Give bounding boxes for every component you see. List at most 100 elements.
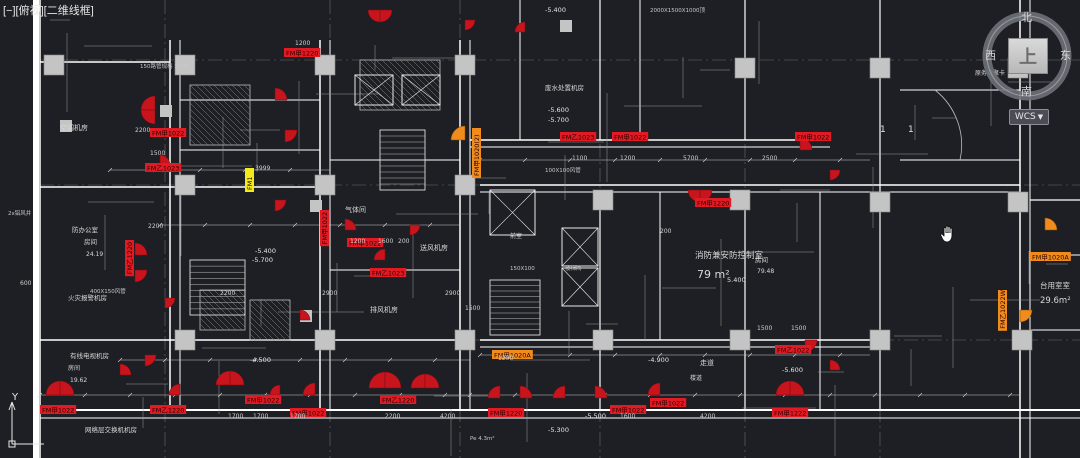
dimension-text: 2200 [148,223,163,230]
viewcube-west[interactable]: 西 [985,49,996,62]
hatch-stroke [251,299,291,339]
hatch-stroke [359,85,385,111]
hatch-stroke [225,84,251,110]
hatch-stroke [381,59,433,111]
door-tag: FM甲1022 [347,238,384,248]
door-swing [647,382,661,396]
door-tag-bg [380,395,417,404]
viewcube-east[interactable]: 东 [1060,49,1071,62]
dimension-tick [567,157,573,163]
dimension-text: 1100 [572,155,587,162]
dimension-text: 5700 [683,155,698,162]
view-menu[interactable]: [俯视] [15,5,44,17]
dimension-text: 2200 [385,413,400,420]
hatch-area [189,84,251,146]
stair [489,279,541,336]
dimension-text: 200 [398,238,410,245]
hatch-stroke [189,114,221,146]
door-tag: FM乙1220 [380,395,417,405]
door-swing [269,384,281,396]
door-swing [384,371,402,389]
door-tag-label: FM乙1220 [126,242,134,274]
viewport-controls-menu[interactable]: [−] [3,5,16,17]
dimension-tick [352,392,358,398]
door-tag-label: FM甲1220 [697,200,729,208]
hatch-stroke [207,289,246,328]
dimension-tick [337,222,343,228]
hatch-stroke [359,91,379,111]
hatch-stroke [417,59,441,83]
door-swing [302,382,316,396]
note-text: 楼梯间 [565,264,582,272]
door-tag: FM乙1022W [998,289,1007,331]
dimension-text: 1600 [620,413,635,420]
door-swing [829,169,841,181]
hatch-layer [189,59,441,341]
door-tag-label: FM甲1022 [652,400,684,408]
dimension-tick [207,357,213,363]
hatch-stroke [213,84,251,122]
structural-column [1007,191,1029,213]
door-tag-label: FM乙1023 [147,165,179,173]
structural-column [869,57,891,79]
hatch-stroke [363,59,415,111]
room-label: 空调机房 [60,123,88,132]
door-tag: FM甲1022 [612,132,649,142]
level-mark: -5.400 [255,247,276,255]
structural-column [1011,329,1033,351]
viewcube-south[interactable]: 南 [1021,85,1032,98]
dimension-tick [657,157,663,163]
viewcube-north[interactable]: 北 [1021,11,1032,24]
hatch-stroke [423,59,441,77]
dimension-tick [162,357,168,363]
dimension-text: 1500 [465,305,480,312]
dimension-tick [287,167,293,173]
visual-style-menu[interactable]: [二维线框] [43,5,94,17]
stair-layer [189,74,599,336]
dimension-text: 3999 [255,165,270,172]
axis-label: 1 [908,125,914,135]
door-tag-label: FM甲1022 [349,240,381,248]
dimension-tick [427,222,433,228]
dimension-text: 600 [20,280,32,287]
dimension-text: 1600 [378,238,393,245]
structural-column [174,329,196,351]
door-tag: FM1 [245,168,254,192]
door-swing [274,87,288,101]
wall-layer [33,0,1080,458]
door-swing [409,224,421,236]
door-tag: FM乙1022 [775,345,812,355]
structural-column [729,189,751,211]
door-swing [789,380,805,396]
dimension-tick [522,157,528,163]
dimension-tick [837,352,843,358]
door-tag-bg [695,198,732,207]
hatch-stroke [237,84,251,98]
hatch-stroke [387,59,439,111]
hatch-stroke [199,323,207,331]
door-swing [514,21,526,33]
door-swing [229,370,245,386]
note-text: 150路管规格 1门柜 [140,62,189,70]
hatch-stroke [189,102,233,146]
hatch-stroke [199,317,213,331]
hatch-stroke [189,120,215,146]
door-swing [344,218,357,231]
hatch-stroke [429,59,441,71]
room-label: 前室 [510,232,522,240]
door-tag-label: FM甲1022 [614,134,646,142]
viewcube-compass-ring[interactable] [975,6,1079,106]
dimension-tick [432,357,438,363]
viewcube-top-face[interactable]: 上 [1008,38,1048,74]
dimension-tick [702,157,708,163]
shaft-outline [561,267,599,307]
wcs-menu-button[interactable]: WCS ▼ [1009,109,1049,125]
door-swing [134,269,148,283]
room-label: 24.19 [86,251,103,258]
hatch-stroke [269,299,291,321]
hatch-stroke [219,84,251,116]
hatch-stroke [189,90,245,146]
door-tag-label: FM甲1220 [286,50,318,58]
door-tag-label: FM1 [246,177,254,190]
